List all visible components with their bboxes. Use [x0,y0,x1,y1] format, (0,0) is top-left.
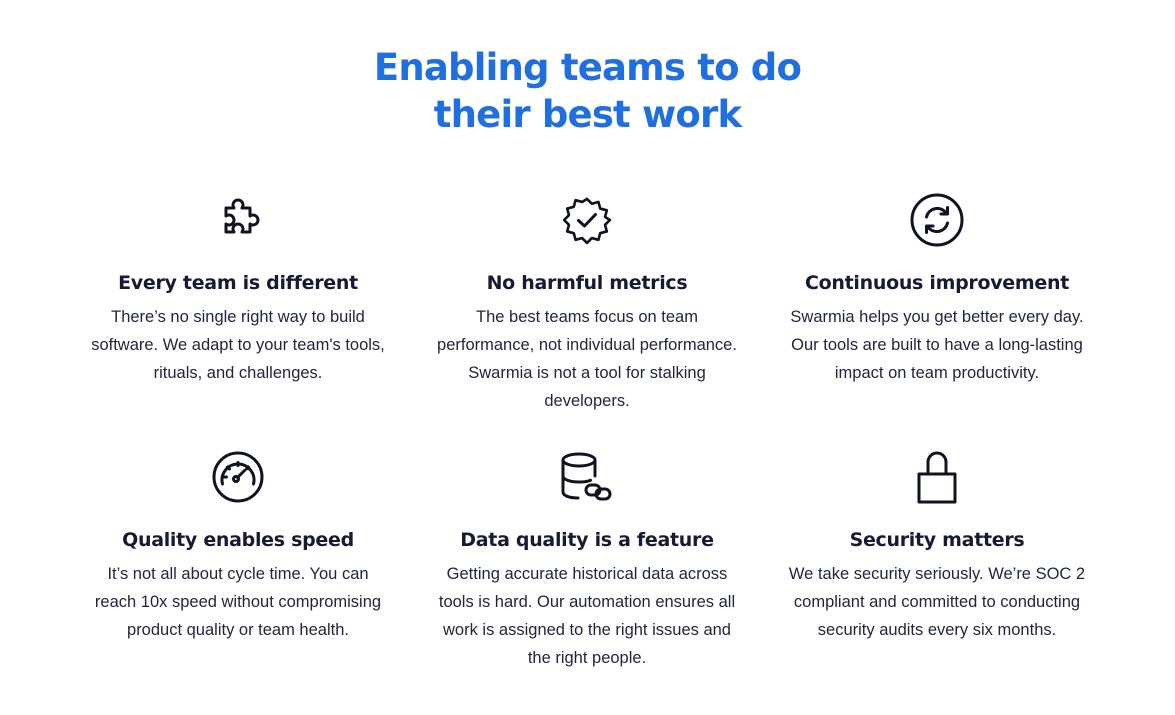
feature-quality-enables-speed: Quality enables speed It’s not all about… [78,449,398,644]
puzzle-piece-icon [210,192,266,248]
padlock-icon [909,449,965,505]
feature-title: Continuous improvement [805,272,1069,294]
verified-badge-icon [559,192,615,248]
feature-title: No harmful metrics [486,272,688,294]
speedometer-icon [210,449,266,505]
feature-data-quality: Data quality is a feature Getting accura… [427,449,747,672]
feature-title: Every team is different [118,272,358,294]
section-title-line-1: Enabling teams to do [373,46,802,89]
feature-title: Quality enables speed [122,529,354,551]
feature-title: Security matters [849,529,1025,551]
feature-security-matters: Security matters We take security seriou… [777,449,1097,644]
feature-description: Getting accurate historical data across … [438,565,736,667]
feature-description: We take security seriously. We’re SOC 2 … [788,565,1086,639]
feature-continuous-improvement: Continuous improvement Swarmia helps you… [777,192,1097,387]
feature-description: The best teams focus on team performance… [437,308,737,410]
feature-description: It’s not all about cycle time. You can r… [94,565,382,639]
feature-description: There’s no single right way to build sof… [91,308,385,382]
feature-title: Data quality is a feature [460,529,714,551]
section-title-line-2: their best work [433,93,742,136]
refresh-circle-icon [909,192,965,248]
feature-no-harmful-metrics: No harmful metrics The best teams focus … [427,192,747,415]
feature-every-team-different: Every team is different There’s no singl… [78,192,398,387]
feature-description: Swarmia helps you get better every day. … [790,308,1084,382]
section-title: Enabling teams to do their best work [0,44,1175,138]
database-link-icon [559,449,615,505]
